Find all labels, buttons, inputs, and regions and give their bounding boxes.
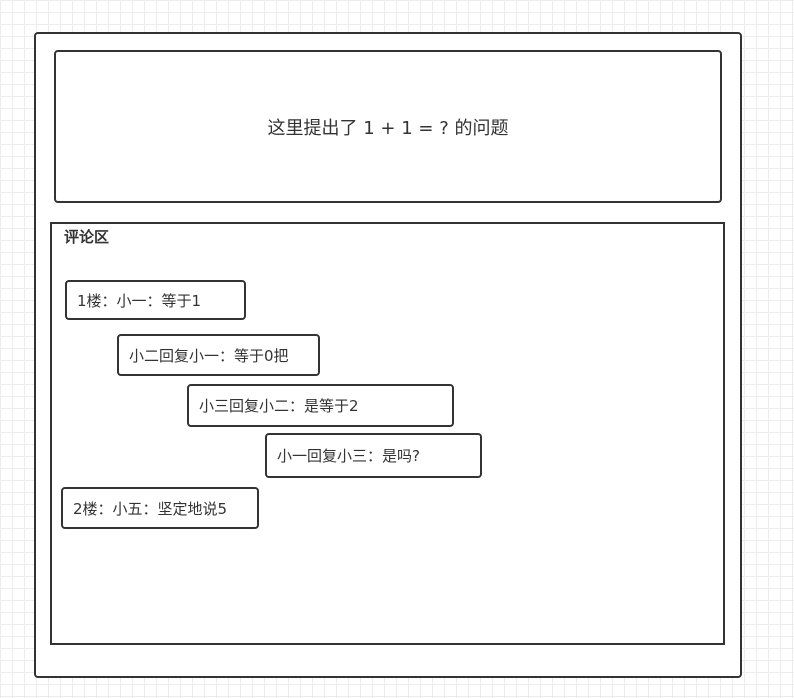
comment-item[interactable]: 2楼：小五：坚定地说5 (61, 487, 259, 529)
question-box: 这里提出了 1 + 1 = ? 的问题 (54, 50, 722, 203)
comment-text: 小三回复小二：是等于2 (199, 397, 359, 415)
comment-text: 1楼：小一：等于1 (77, 291, 202, 310)
comment-item[interactable]: 1楼：小一：等于1 (65, 280, 246, 320)
comment-text: 小一回复小三：是吗? (277, 447, 420, 465)
reply-item[interactable]: 小二回复小一：等于0把 (117, 334, 320, 376)
comment-text: 2楼：小五：坚定地说5 (73, 499, 228, 518)
question-text: 这里提出了 1 + 1 = ? 的问题 (267, 117, 509, 139)
reply-item[interactable]: 小三回复小二：是等于2 (187, 384, 454, 427)
reply-item[interactable]: 小一回复小三：是吗? (265, 433, 482, 478)
comments-title: 评论区 (64, 228, 110, 246)
comment-text: 小二回复小一：等于0把 (129, 346, 289, 365)
